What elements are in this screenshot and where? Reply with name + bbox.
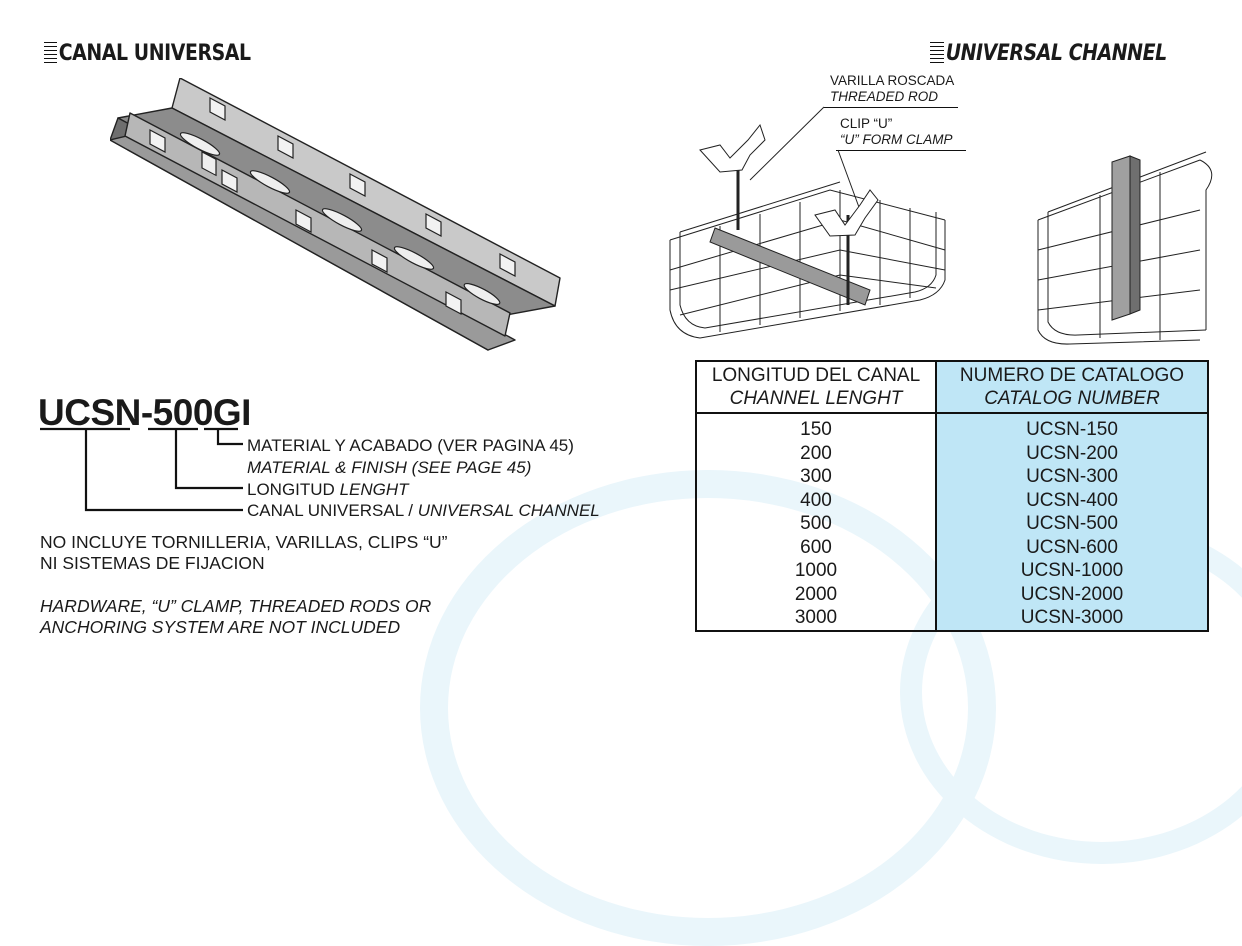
column-header-catalog-en: CATALOG NUMBER <box>984 388 1160 409</box>
length-label-en: LENGHT <box>339 480 409 499</box>
length-column: 150 200 300 400 500 600 1000 2000 3000 <box>696 413 937 631</box>
channel-label-en: UNIVERSAL CHANNEL <box>417 501 600 520</box>
length-value: 400 <box>800 489 832 511</box>
catalog-number: UCSN-200 <box>1026 442 1118 464</box>
catalog-number: UCSN-2000 <box>1020 583 1124 605</box>
header-left: CANAL UNIVERSAL <box>44 38 284 68</box>
catalog-number: UCSN-3000 <box>1020 607 1124 628</box>
length-value: 3000 <box>794 607 838 628</box>
catalog-column: UCSN-150 UCSN-200 UCSN-300 UCSN-400 UCSN… <box>936 413 1208 631</box>
callout-rod-es: VARILLA ROSCADA <box>830 73 955 88</box>
length-label: LONGITUD LENGHT <box>247 480 409 500</box>
callout-clip-es: CLIP “U” <box>840 116 893 131</box>
length-value: 150 <box>800 419 832 440</box>
length-value: 200 <box>800 442 832 464</box>
catalog-number: UCSN-600 <box>1026 536 1118 558</box>
length-label-es: LONGITUD <box>247 480 335 499</box>
catalog-number: UCSN-150 <box>1026 419 1118 440</box>
channel-label: CANAL UNIVERSAL / UNIVERSAL CHANNEL <box>247 501 600 521</box>
channel-label-sep: / <box>408 501 413 520</box>
material-label-en: MATERIAL & FINISH (SEE PAGE 45) <box>247 458 532 477</box>
length-value: 1000 <box>794 560 838 581</box>
model-code: UCSN-500GI <box>38 392 251 433</box>
installation-illustration <box>669 106 1213 345</box>
universal-channel-illustration <box>110 78 561 351</box>
header-left-title: CANAL UNIVERSAL <box>56 40 253 66</box>
catalog-table: LONGITUD DEL CANAL CHANNEL LENGHT NUMERO… <box>695 360 1209 632</box>
note-es-line2: NI SISTEMAS DE FIJACION <box>40 553 265 573</box>
note-en-line1: HARDWARE, “U” CLAMP, THREADED RODS OR <box>40 596 432 616</box>
code-breakdown-lines <box>40 427 243 512</box>
callout-clip-underline <box>836 150 966 151</box>
catalog-number: UCSN-400 <box>1026 489 1118 511</box>
catalog-number: UCSN-500 <box>1026 513 1118 534</box>
catalog-number: UCSN-300 <box>1026 466 1118 487</box>
callout-rod-underline <box>824 107 958 108</box>
column-header-length-es: LONGITUD DEL CANAL <box>711 365 921 386</box>
callout-clip-en: “U” FORM CLAMP <box>840 132 953 147</box>
column-header-length-en: CHANNEL LENGHT <box>729 388 903 409</box>
note-es-line1: NO INCLUYE TORNILLERIA, VARILLAS, CLIPS … <box>40 532 448 552</box>
length-value: 300 <box>800 466 832 487</box>
callout-rod-en: THREADED ROD <box>830 89 939 104</box>
note-en-line2: ANCHORING SYSTEM ARE NOT INCLUDED <box>40 617 401 637</box>
material-label-es: MATERIAL Y ACABADO (VER PAGINA 45) <box>247 436 574 455</box>
length-value: 500 <box>800 513 832 534</box>
column-header-length: LONGITUD DEL CANAL CHANNEL LENGHT <box>696 361 937 414</box>
length-value: 2000 <box>794 583 838 605</box>
header-right-title: UNIVERSAL CHANNEL <box>944 40 1169 66</box>
header-right: UNIVERSAL CHANNEL <box>930 38 1205 68</box>
catalog-number: UCSN-1000 <box>1020 560 1124 581</box>
column-header-catalog: NUMERO DE CATALOGO CATALOG NUMBER <box>936 361 1208 414</box>
channel-label-es: CANAL UNIVERSAL <box>247 501 404 520</box>
length-value: 600 <box>800 536 832 558</box>
column-header-catalog-es: NUMERO DE CATALOGO <box>959 365 1185 386</box>
